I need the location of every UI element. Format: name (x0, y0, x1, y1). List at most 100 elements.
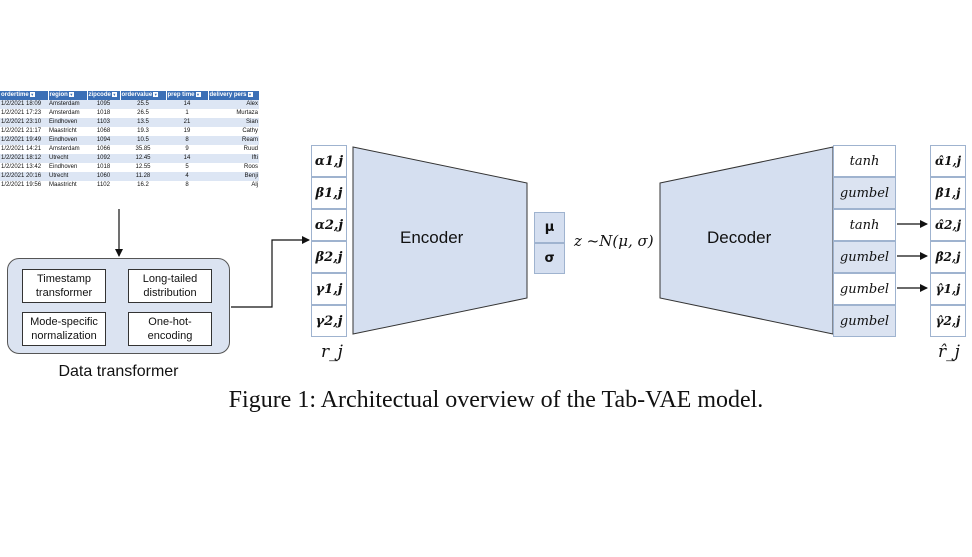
long-tailed-distribution-box: Long-tailed distribution (128, 269, 212, 303)
table-cell: 13.5 (120, 118, 166, 127)
input-cell-gamma2: γ2,j (311, 305, 347, 337)
table-cell: 1/2/2021 14:21 (0, 145, 48, 154)
mode-specific-normalization-box: Mode-specific normalization (22, 312, 106, 346)
table-cell: 9 (166, 145, 208, 154)
output-cell-beta1-hat: β̂1,j (930, 177, 966, 209)
one-hot-encoding-box: One-hot- encoding (128, 312, 212, 346)
timestamp-transformer-box: Timestamp transformer (22, 269, 106, 303)
table-cell: 1/2/2021 19:49 (0, 136, 48, 145)
table-cell: 19 (166, 127, 208, 136)
table-cell: Eindhoven (48, 163, 87, 172)
table-cell: 1018 (87, 109, 120, 118)
activation-gumbel-4: gumbel (833, 305, 896, 337)
data-transformer-panel: Timestamp transformer Long-tailed distri… (7, 258, 230, 354)
order-data-table: ordertime▼ region▼ zipcode▼ ordervalue▼ … (0, 91, 260, 190)
input-cell-beta2: β2,j (311, 241, 347, 273)
table-cell: Benji (208, 172, 259, 181)
filter-dropdown-icon[interactable]: ▼ (68, 91, 74, 97)
output-cell-alpha1-hat: α̂1,j (930, 145, 966, 177)
table-cell: 1060 (87, 172, 120, 181)
table-cell: 1/2/2021 20:16 (0, 172, 48, 181)
table-cell: Utrecht (48, 172, 87, 181)
sigma-cell: σ (534, 243, 565, 274)
table-cell: Amsterdam (48, 100, 87, 109)
input-cell-beta1: β1,j (311, 177, 347, 209)
table-cell: Alj (208, 181, 259, 190)
filter-dropdown-icon[interactable]: ▼ (195, 91, 201, 97)
input-cell-alpha2: α2,j (311, 209, 347, 241)
filter-dropdown-icon[interactable]: ▼ (153, 91, 159, 97)
table-cell: Eindhoven (48, 118, 87, 127)
filter-dropdown-icon[interactable]: ▼ (29, 91, 35, 97)
col-header[interactable]: ordervalue▼ (120, 91, 167, 100)
activation-gumbel-1: gumbel (833, 177, 896, 209)
table-cell: 5 (166, 163, 208, 172)
table-cell: 1103 (87, 118, 120, 127)
col-header[interactable]: prep time▼ (166, 91, 209, 100)
table-cell: Ream (208, 136, 259, 145)
table-cell: 1/2/2021 18:09 (0, 100, 48, 109)
table-cell: 14 (166, 100, 208, 109)
table-cell: Alex (208, 100, 259, 109)
input-cell-alpha1: α1,j (311, 145, 347, 177)
table-cell: Eindhoven (48, 136, 87, 145)
col-header[interactable]: region▼ (48, 91, 88, 100)
table-cell: 19.3 (120, 127, 166, 136)
output-cell-beta2-hat: β̂2,j (930, 241, 966, 273)
filter-dropdown-icon[interactable]: ▼ (247, 91, 253, 97)
table-cell: Maastricht (48, 127, 87, 136)
col-header[interactable]: delivery pers▼ (208, 91, 260, 100)
table-cell: Utrecht (48, 154, 87, 163)
table-cell: 35.85 (120, 145, 166, 154)
table-cell: Cathy (208, 127, 259, 136)
table-cell: 1095 (87, 100, 120, 109)
table-cell: 1094 (87, 136, 120, 145)
table-cell: 10.5 (120, 136, 166, 145)
table-cell: 21 (166, 118, 208, 127)
table-cell: 4 (166, 172, 208, 181)
col-header[interactable]: ordertime▼ (0, 91, 49, 100)
output-cell-gamma2-hat: γ̂2,j (930, 305, 966, 337)
data-transformer-label: Data transformer (58, 363, 179, 380)
table-cell: 14 (166, 154, 208, 163)
table-cell: Murtaza (208, 109, 259, 118)
mu-cell: μ (534, 212, 565, 243)
encoder-shape (352, 146, 528, 335)
table-cell: Roos (208, 163, 259, 172)
table-cell: Amsterdam (48, 145, 87, 154)
table-cell: 26.5 (120, 109, 166, 118)
table-cell: Ifti (208, 154, 259, 163)
table-cell: Amsterdam (48, 109, 87, 118)
arrow-transformer-to-vector (231, 236, 310, 308)
table-cell: 1/2/2021 21:17 (0, 127, 48, 136)
input-cell-gamma1: γ1,j (311, 273, 347, 305)
table-cell: 1102 (87, 181, 120, 190)
output-vector-label: r̂_j (938, 342, 960, 362)
table-cell: 25.5 (120, 100, 166, 109)
input-vector-label: r_j (321, 342, 343, 362)
table-cell: 1/2/2021 13:42 (0, 163, 48, 172)
figure-caption: Figure 1: Architectual overview of the T… (228, 387, 764, 413)
table-cell: Sian (208, 118, 259, 127)
output-cell-alpha2-hat: α̂2,j (930, 209, 966, 241)
filter-dropdown-icon[interactable]: ▼ (111, 91, 117, 97)
table-cell: 1/2/2021 17:23 (0, 109, 48, 118)
table-cell: 1092 (87, 154, 120, 163)
table-cell: 1/2/2021 23:10 (0, 118, 48, 127)
col-header[interactable]: zipcode▼ (87, 91, 121, 100)
table-cell: 8 (166, 136, 208, 145)
activation-tanh-2: tanh (833, 209, 896, 241)
latent-formula: z ~N(μ, σ) (574, 232, 654, 250)
table-header-row: ordertime▼ region▼ zipcode▼ ordervalue▼ … (0, 91, 260, 100)
